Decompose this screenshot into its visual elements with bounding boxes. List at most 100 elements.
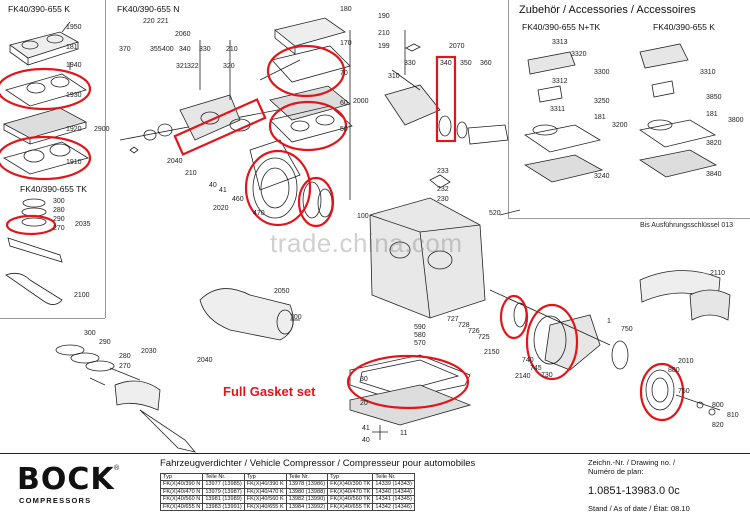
callout: 570 [414,340,426,347]
callout: 100 [357,213,369,220]
highlight-740 [525,303,579,381]
callout: 232 [437,186,449,193]
highlight-1910 [0,135,92,181]
callout: 320 [223,63,235,70]
callout: 1910 [66,159,82,166]
highlight-seal [297,176,335,228]
callout: 170 [340,40,352,47]
cylinder-head-right [384,30,509,145]
main-bearings [639,270,731,321]
callout: 181 [66,44,78,51]
table-cell: 13980 (13988) [285,487,329,497]
callout: 460 [232,196,244,203]
callout: 810 [727,412,739,419]
table-cell: FK(X)40/560 TK [327,495,374,504]
brand-name: BOCK [17,462,115,497]
crankcase-housing [369,174,521,319]
callout: 360 [480,60,492,67]
callout: 800 [712,402,724,409]
callout: 270 [53,225,65,232]
callout: 11 [400,430,408,437]
callout: 590 [414,324,426,331]
callout: 880 [668,367,680,374]
callout: 2070 [449,43,465,50]
highlight-470 [244,149,312,227]
table-cell: FK(X)40/655 N [159,502,204,512]
callout: 3313 [552,39,568,46]
callout: 330 [199,46,211,53]
callout: 3820 [706,140,722,147]
table-cell: Teile Nr. [202,472,245,482]
head-stack-k [2,31,89,305]
shaft-seal-assembly [252,30,351,219]
callout: 2900 [94,126,110,133]
highlight-880 [639,362,685,422]
highlight-340 [435,55,457,143]
callout: 210 [226,46,238,53]
callout: 3850 [706,94,722,101]
callout: 321 [176,63,188,70]
table-cell: FK(X)40/390 K [243,480,287,489]
table-cell: FK(X)40/470 N [159,487,204,497]
callout: 41 [219,187,227,194]
divider-accessories-bottom [508,218,750,219]
callout: 820 [712,422,724,429]
callout: 3200 [612,122,628,129]
callout: 2100 [74,292,90,299]
callout: 2040 [167,158,183,165]
callout: 750 [621,326,633,333]
callout: 310 [388,73,400,80]
table-row: FK(X)40/390 N 13977 (13985) FK(X)40/390 … [159,480,415,489]
callout: 400 [162,46,174,53]
table-cell: Typ [243,472,287,482]
accessories-k [638,43,718,178]
table-cell: FK(X)40/560 N [159,495,204,504]
table-cell: Teile Nr. [372,472,415,482]
callout: 3240 [594,173,610,180]
revision-date: Stand / As of date / État: 08.10 [588,504,690,513]
callout: 20 [360,400,368,407]
drawing-label-line-2: Numéro de plan: [588,467,644,476]
callout: 221 [157,18,169,25]
callout: 2010 [678,358,694,365]
divider-left-panel [105,0,106,318]
callout: 181 [706,111,718,118]
table-cell: 13977 (13985) [202,480,245,489]
callout: 220 [143,18,155,25]
callout: 730 [541,372,553,379]
table-cell: 13982 (13990) [285,495,329,504]
header-accessories: Zubehör / Accessories / Accessoires [519,4,696,16]
callout: 300 [84,330,96,337]
callout: 280 [53,207,65,214]
callout: 3250 [594,98,610,105]
highlight-1930 [0,67,92,111]
callout: 2000 [353,98,369,105]
table-cell: FK(X)40/470 TK [327,487,374,497]
callout: 3320 [571,51,587,58]
table-cell: FK(X)40/390 TK [327,480,374,489]
table-cell: 13984 (13992) [285,502,329,512]
oil-sump-gasket [349,354,472,440]
header-acc-k: FK40/390-655 K [653,22,715,32]
table-cell: 13983 (13991) [202,502,245,512]
callout: 2060 [175,31,191,38]
highlight-gasket-30 [346,354,470,410]
callout: 199 [378,43,390,50]
drawing-number-label: Zeichn.-Nr. / Drawing no. / Numéro de pl… [588,458,675,476]
crankshaft [199,288,300,341]
callout: 41 [362,425,370,432]
table-cell: Typ [327,472,374,482]
table-cell: 14339 (14343) [372,480,415,489]
highlight-70 [266,44,346,98]
callout: 728 [458,322,470,329]
registered-mark: ® [114,465,120,472]
callout: 3840 [706,171,722,178]
callout: 2035 [75,221,91,228]
callout: 3312 [552,78,568,85]
callout: 340 [179,46,191,53]
callout: 50 [340,126,348,133]
highlight-210 [173,98,267,156]
callout: 726 [468,328,480,335]
bock-logo: BOCK ® COMPRESSORS [17,465,123,509]
callout: 3310 [700,69,716,76]
